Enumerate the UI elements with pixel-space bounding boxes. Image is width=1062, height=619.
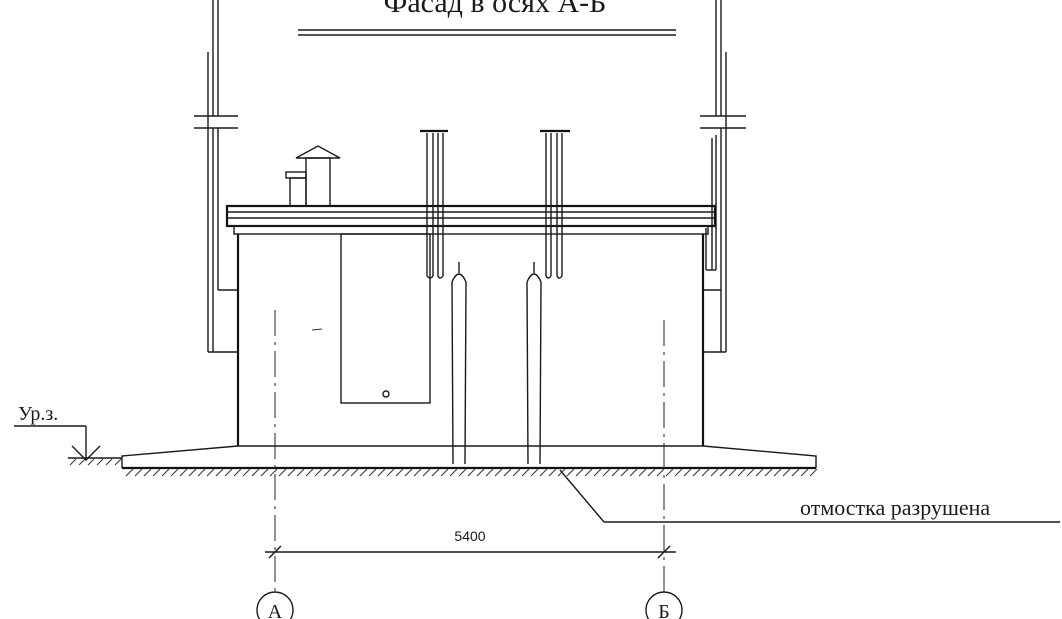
- left-riser: [194, 0, 238, 353]
- axis-label-b: Б: [658, 601, 669, 619]
- chimney: [285, 145, 341, 207]
- vent-pipes: [420, 129, 570, 279]
- building-body: [236, 234, 705, 447]
- inlet-pipes: [451, 262, 542, 465]
- ground-level-label: Ур.з.: [18, 403, 58, 425]
- dimension-value: 5400: [454, 528, 485, 544]
- dimension-line: 5400: [265, 528, 676, 559]
- blind-area-leader: отмостка разрушена: [559, 469, 1060, 523]
- ground-hatch: [69, 458, 818, 477]
- ground-level-mark: Ур.з.: [14, 403, 122, 461]
- drawing-title: Фасад в осях А-Б: [384, 0, 607, 19]
- axis-label-a: А: [268, 601, 283, 619]
- axis-marker-a: А: [256, 591, 294, 619]
- door: [311, 233, 431, 404]
- blind-area: [121, 445, 817, 470]
- blind-area-note: отмостка разрушена: [800, 495, 990, 520]
- right-riser: [700, 0, 746, 353]
- roof: [225, 204, 717, 235]
- axis-marker-b: Б: [645, 591, 683, 619]
